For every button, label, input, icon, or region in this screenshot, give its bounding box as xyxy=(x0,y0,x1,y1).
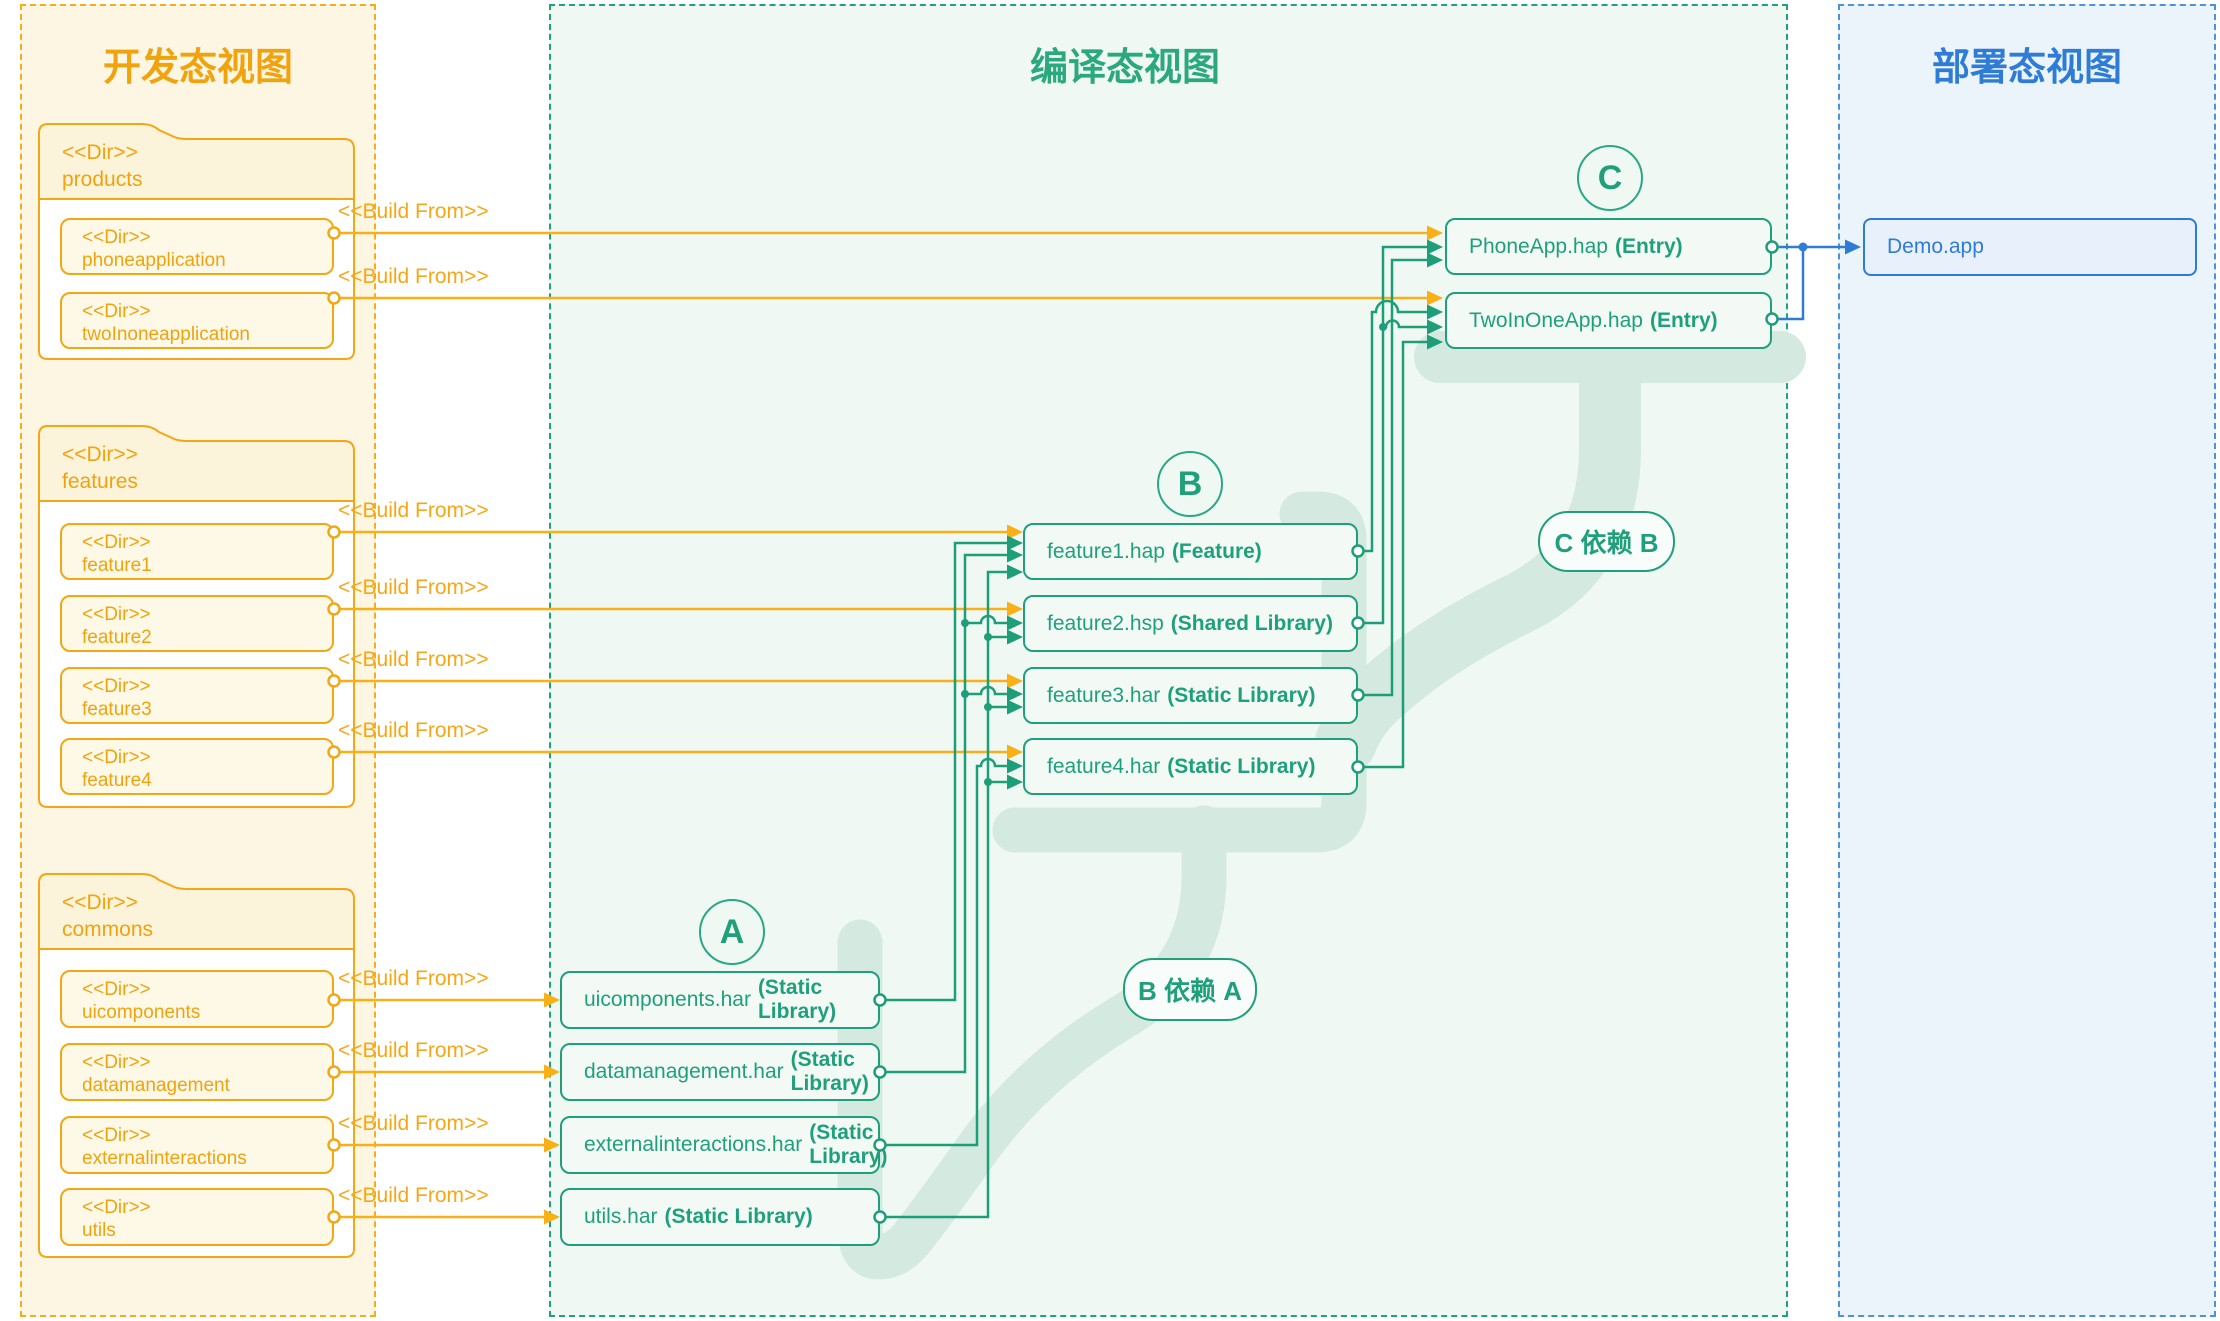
build-from-label: <<Build From>> xyxy=(338,1184,489,1207)
dir-box-feature4: <<Dir>> feature4 xyxy=(60,738,334,795)
node-name: feature2.hsp xyxy=(1047,611,1164,635)
build-from-label: <<Build From>> xyxy=(338,576,489,599)
folder-stereotype: <<Dir>> xyxy=(62,141,138,164)
dir-box-phoneapplication: <<Dir>> phoneapplication xyxy=(60,218,334,275)
badge-c-label: C xyxy=(1597,158,1623,197)
node-type: (Entry) xyxy=(1649,308,1718,332)
folder-stereotype: <<Dir>> xyxy=(62,443,138,466)
dir-name: externalinteractions xyxy=(82,1148,247,1169)
dir-name: feature2 xyxy=(82,627,152,648)
dir-name: feature4 xyxy=(82,770,152,791)
node-name: datamanagement.har xyxy=(584,1060,784,1083)
dir-box-utils: <<Dir>> utils xyxy=(60,1188,334,1246)
stereotype-label: <<Dir>> xyxy=(82,532,151,553)
dir-name: datamanagement xyxy=(82,1075,230,1096)
dir-name: phoneapplication xyxy=(82,250,226,271)
badge-b-label: B xyxy=(1177,464,1203,503)
dir-box-externalinteractions: <<Dir>> externalinteractions xyxy=(60,1116,334,1174)
folder-name: products xyxy=(62,168,143,191)
badge-b: B xyxy=(1157,451,1223,517)
stereotype-label: <<Dir>> xyxy=(82,1125,151,1146)
node-type: (Static Library) xyxy=(1167,754,1316,778)
pill-label: B 依赖 A xyxy=(1137,976,1242,1006)
node-twoinoneapp-hap: TwoInOneApp.hap (Entry) xyxy=(1445,292,1772,349)
build-from-label: <<Build From>> xyxy=(338,1039,489,1062)
folder-name: commons xyxy=(62,918,154,941)
dir-name: twoInoneapplication xyxy=(82,324,250,345)
stereotype-label: <<Dir>> xyxy=(82,979,151,1000)
stereotype-label: <<Dir>> xyxy=(82,676,151,697)
badge-c: C xyxy=(1577,145,1643,211)
node-phoneapp-hap: PhoneApp.hap (Entry) xyxy=(1445,218,1772,275)
stereotype-label: <<Dir>> xyxy=(82,747,151,768)
build-from-label: <<Build From>> xyxy=(338,265,489,288)
node-utils-har: utils.har (Static Library) xyxy=(560,1188,880,1246)
dir-box-datamanagement: <<Dir>> datamanagement xyxy=(60,1043,334,1101)
node-type: (Entry) xyxy=(1614,234,1683,258)
dir-box-feature3: <<Dir>> feature3 xyxy=(60,667,334,724)
pill-label: C 依赖 B xyxy=(1554,528,1659,558)
badge-a: A xyxy=(699,899,765,965)
node-type: (Shared Library) xyxy=(1170,611,1333,635)
build-from-label: <<Build From>> xyxy=(338,200,489,223)
dependency-pill-c-on-b: C 依赖 B xyxy=(1538,511,1675,572)
node-feature4-har: feature4.har (Static Library) xyxy=(1023,738,1358,795)
deploy-panel-title: 部署态视图 xyxy=(1931,47,2122,89)
node-uicomponents-har: uicomponents.har (Static Library) xyxy=(560,971,880,1029)
node-name: externalinteractions.har xyxy=(584,1133,803,1156)
stereotype-label: <<Dir>> xyxy=(82,604,151,625)
node-name: feature1.hap xyxy=(1047,539,1165,563)
node-externalinteractions-har: externalinteractions.har (Static Library… xyxy=(560,1116,887,1174)
build-from-label: <<Build From>> xyxy=(338,648,489,671)
node-name: uicomponents.har xyxy=(584,988,751,1011)
node-type: (Static Library) xyxy=(664,1205,813,1228)
stereotype-label: <<Dir>> xyxy=(82,301,151,322)
build-panel-title: 编译态视图 xyxy=(1029,47,1220,89)
dir-box-uicomponents: <<Dir>> uicomponents xyxy=(60,970,334,1028)
folder-name: features xyxy=(62,470,138,493)
node-name: Demo.app xyxy=(1887,235,1984,258)
node-name: utils.har xyxy=(584,1205,658,1228)
node-name: TwoInOneApp.hap xyxy=(1469,308,1643,332)
badge-a-label: A xyxy=(719,912,745,951)
node-demo-app: Demo.app xyxy=(1863,218,2197,276)
dir-box-twoinoneapplication: <<Dir>> twoInoneapplication xyxy=(60,292,334,349)
dir-name: utils xyxy=(82,1220,116,1241)
node-name: feature4.har xyxy=(1047,754,1161,778)
stereotype-label: <<Dir>> xyxy=(82,1197,151,1218)
dir-name: feature1 xyxy=(82,555,152,576)
build-from-label: <<Build From>> xyxy=(338,499,489,522)
node-type: (Static Library) xyxy=(1167,683,1316,707)
build-from-label: <<Build From>> xyxy=(338,719,489,742)
stereotype-label: <<Dir>> xyxy=(82,227,151,248)
node-name: feature3.har xyxy=(1047,683,1161,707)
dir-name: feature3 xyxy=(82,699,152,720)
dependency-pill-b-on-a: B 依赖 A xyxy=(1123,958,1257,1021)
node-feature2-hsp: feature2.hsp (Shared Library) xyxy=(1023,595,1358,652)
node-feature1-hap: feature1.hap (Feature) xyxy=(1023,523,1358,580)
dir-name: uicomponents xyxy=(82,1002,201,1023)
node-type: (Static Library) xyxy=(757,976,837,1023)
folder-stereotype: <<Dir>> xyxy=(62,891,138,914)
build-from-label: <<Build From>> xyxy=(338,1112,489,1135)
dir-box-feature2: <<Dir>> feature2 xyxy=(60,595,334,652)
dev-panel-title: 开发态视图 xyxy=(102,47,293,89)
node-type: (Feature) xyxy=(1171,539,1262,563)
panel-deploy xyxy=(1838,4,2216,1317)
stereotype-label: <<Dir>> xyxy=(82,1052,151,1073)
node-type: (Static Library) xyxy=(790,1048,869,1095)
build-from-label: <<Build From>> xyxy=(338,967,489,990)
dir-box-feature1: <<Dir>> feature1 xyxy=(60,523,334,580)
node-type: (Static Library) xyxy=(809,1121,888,1168)
node-datamanagement-har: datamanagement.har (Static Library) xyxy=(560,1043,880,1101)
node-name: PhoneApp.hap xyxy=(1469,234,1608,258)
node-feature3-har: feature3.har (Static Library) xyxy=(1023,667,1358,724)
blue-junction-dot xyxy=(1798,242,1808,252)
